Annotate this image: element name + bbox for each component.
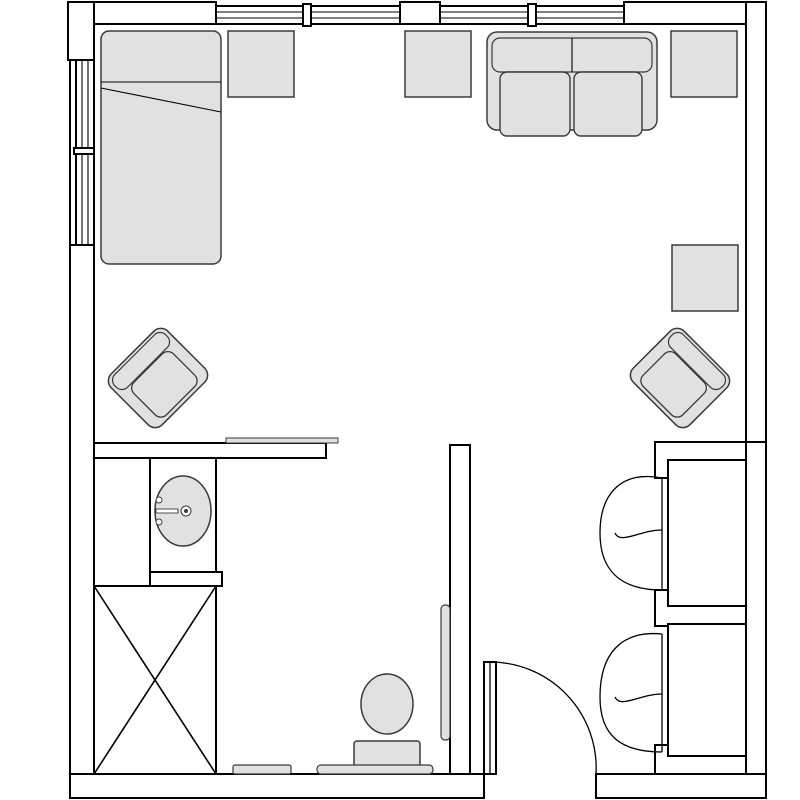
wall-right-upper bbox=[745, 1, 767, 443]
side-table-1 bbox=[227, 30, 295, 98]
side-table-3 bbox=[670, 30, 738, 98]
side-table-4 bbox=[671, 244, 739, 312]
sofa bbox=[486, 31, 658, 137]
counter-shelf bbox=[225, 437, 339, 444]
wall-closet-1-side bbox=[667, 459, 747, 607]
side-table-2 bbox=[404, 30, 472, 98]
armchair-right bbox=[629, 327, 731, 429]
wall-bath-right bbox=[449, 444, 471, 775]
grab-bar-floor-1 bbox=[232, 764, 292, 775]
closet-door-upper bbox=[599, 475, 663, 591]
toilet bbox=[353, 673, 421, 772]
wall-left-upper bbox=[67, 1, 95, 61]
wall-right-lower bbox=[745, 441, 767, 799]
wall-sink-cap bbox=[149, 571, 223, 587]
window-left bbox=[73, 59, 95, 246]
wall-bottom-left bbox=[69, 773, 485, 799]
shower bbox=[93, 585, 217, 775]
grab-bar-floor-2 bbox=[316, 764, 434, 775]
closet-door-lower bbox=[599, 632, 663, 753]
wall-closet-2-side bbox=[667, 623, 747, 757]
entry-door bbox=[489, 661, 597, 775]
grab-bar-vertical bbox=[440, 604, 451, 741]
window-top bbox=[215, 1, 625, 27]
wall-bottom-right bbox=[595, 773, 767, 799]
bed bbox=[100, 30, 222, 265]
armchair-left bbox=[107, 327, 209, 429]
wall-bath-top bbox=[93, 442, 327, 459]
wall-left-lower bbox=[69, 244, 95, 799]
wall-top-right bbox=[623, 1, 767, 25]
sink bbox=[154, 475, 212, 547]
